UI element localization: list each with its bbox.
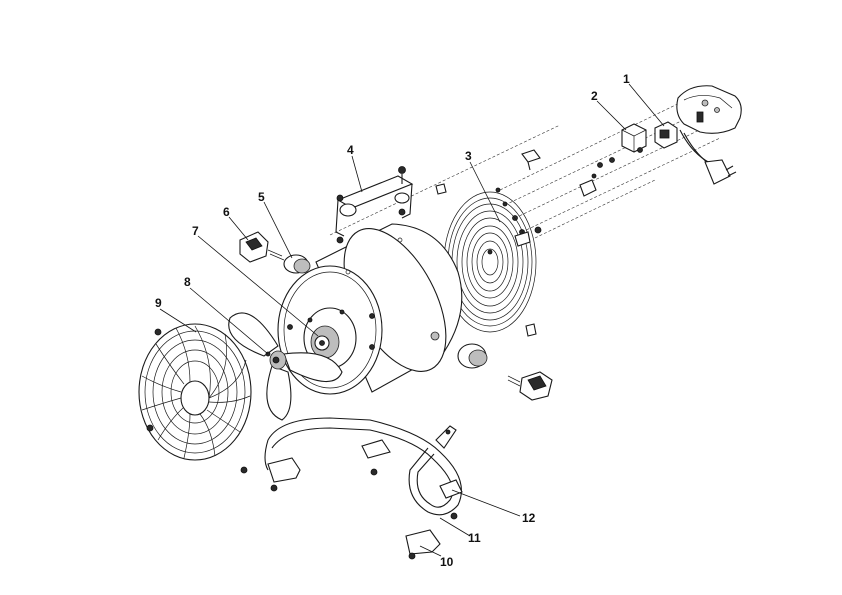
control-knob-rear (507, 371, 553, 401)
rubber-foot-middle (361, 439, 391, 476)
fan-blade (228, 312, 343, 421)
callout-2: 2 (591, 89, 598, 103)
callout-8: 8 (184, 275, 191, 289)
front-grille (138, 323, 252, 474)
heater-body-cylinder (277, 223, 488, 395)
callout-11: 11 (468, 531, 481, 545)
rubber-foot-rear (439, 479, 463, 520)
callout-5: 5 (258, 190, 265, 204)
small-hardware-upper (495, 147, 643, 235)
callout-7: 7 (192, 224, 199, 238)
control-knob-front (239, 231, 285, 263)
callout-3: 3 (465, 149, 472, 163)
carry-handle (335, 166, 447, 244)
callout-4: 4 (347, 143, 354, 157)
stand-frame (264, 417, 462, 516)
callout-9: 9 (155, 296, 162, 310)
leader-lines (159, 83, 665, 557)
rubber-foot-front (267, 457, 301, 492)
callout-6: 6 (223, 205, 230, 219)
switch-component (621, 121, 678, 153)
control-box-housing (676, 85, 742, 185)
callout-labels: 1 2 3 4 5 6 7 8 9 10 11 12 (155, 72, 630, 569)
callout-12: 12 (522, 511, 536, 525)
callout-10: 10 (440, 555, 454, 569)
callout-1: 1 (623, 72, 630, 86)
knob-bushing (283, 254, 311, 274)
rubber-foot-bottom (405, 529, 441, 560)
